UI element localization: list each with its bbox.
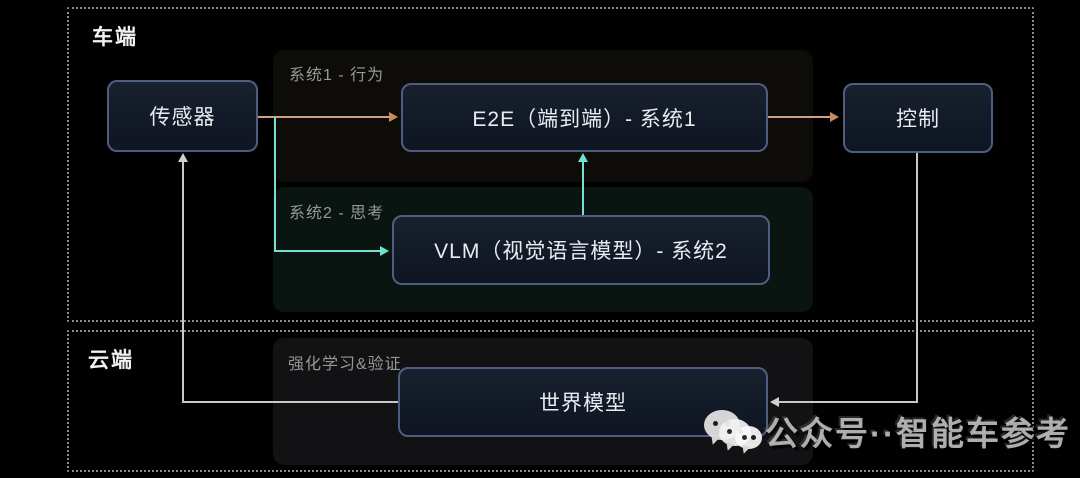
system1-behavior-label: 系统1 - 行为 [289, 67, 385, 84]
watermark-text: 公众号··智能车参考 [765, 415, 1071, 452]
edge-control-to-world-horizontal [778, 401, 918, 403]
system2-thinking-label: 系统2 - 思考 [289, 205, 385, 222]
rl-validation-label: 强化学习&验证 [288, 356, 402, 373]
arrowhead-e2e-to-control [830, 112, 839, 122]
node-control: 控制 [843, 83, 993, 153]
node-control-label: 控制 [896, 108, 940, 131]
arrowhead-sensor-to-e2e [389, 112, 398, 122]
node-sensor-label: 传感器 [149, 106, 216, 129]
cloud-side-label: 云端 [88, 349, 134, 372]
node-world-model-label: 世界模型 [539, 392, 627, 415]
vehicle-side-label: 车端 [92, 26, 138, 49]
watermark: 公众号··智能车参考 [703, 406, 1071, 456]
edge-sensor-to-vlm-horizontal [274, 250, 380, 252]
arrowhead-world-to-sensor [178, 153, 188, 162]
edge-world-to-sensor-vertical [182, 161, 184, 403]
edge-control-to-world-vertical [916, 153, 918, 403]
arrowhead-sensor-to-vlm [380, 246, 389, 256]
edge-e2e-to-control [768, 116, 830, 118]
node-sensor: 传感器 [107, 80, 258, 152]
node-e2e-system1: E2E（端到端）- 系统1 [401, 83, 768, 152]
node-e2e-label: E2E（端到端）- 系统1 [472, 107, 697, 131]
edge-vlm-to-e2e [582, 161, 584, 215]
wechat-bubbles-icon [703, 406, 765, 456]
edge-sensor-to-e2e [258, 116, 389, 118]
arrowhead-vlm-to-e2e [578, 153, 588, 162]
arrowhead-control-to-world [770, 397, 779, 407]
vehicle-side-group-frame [67, 7, 1034, 322]
edge-world-to-sensor-horizontal [183, 401, 398, 403]
edge-sensor-to-vlm-vertical [274, 117, 276, 251]
node-vlm-system2: VLM（视觉语言模型）- 系统2 [392, 215, 770, 285]
cloud-side-group-frame [67, 330, 1034, 472]
node-vlm-label: VLM（视觉语言模型）- 系统2 [434, 240, 728, 263]
chat-bubble-icon [735, 426, 762, 449]
